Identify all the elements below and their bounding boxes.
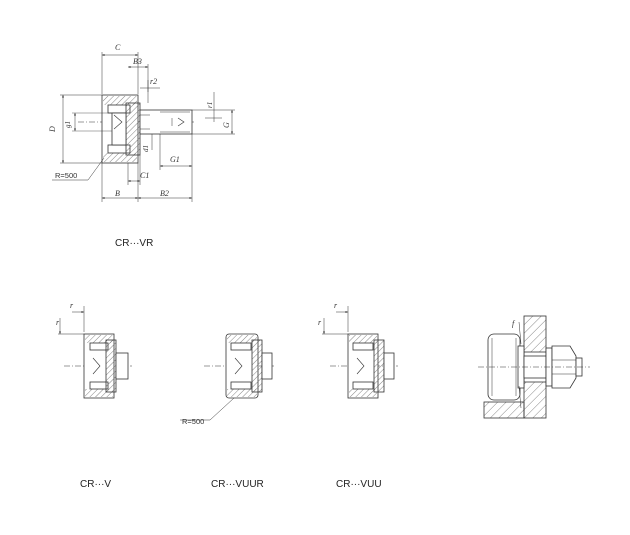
- dim-c1-label: C1: [140, 171, 149, 180]
- dim-g1-left-label: g1: [64, 121, 72, 128]
- dim-r2-label: r2: [150, 77, 157, 86]
- dim-b3-label: B3: [133, 57, 142, 66]
- variant-cr-v-r-top: r: [70, 301, 74, 310]
- dim-r1-label: r1: [206, 102, 214, 108]
- variant-cr-vuur-radius-note: R=500: [182, 417, 204, 426]
- dim-d-label: D: [48, 126, 57, 133]
- dim-g-label: G: [222, 122, 231, 128]
- variant-cr-vuu-r-left: r: [318, 318, 322, 327]
- caption-cr-v: CR···V: [80, 479, 112, 490]
- main-cam-follower-drawing: [52, 52, 235, 202]
- stud-flange: [125, 102, 141, 156]
- main-dimension-labels: C B3 r2 D g1 r1 G d1 G1 C1 B B2 R=500: [48, 43, 231, 198]
- variant-cr-vuu-r-top: r: [334, 301, 338, 310]
- mounting-f-label: f: [512, 319, 516, 328]
- variant-cr-vuu-drawing: [322, 306, 398, 399]
- stud-shaft: [139, 109, 193, 135]
- variant-cr-v-drawing: [58, 306, 132, 399]
- dim-d1-label: d1: [142, 145, 150, 152]
- dim-b2-label: B2: [160, 189, 169, 198]
- dim-g1-label: G1: [170, 155, 180, 164]
- housing-base: [483, 401, 525, 419]
- caption-cr-vr: CR···VR: [115, 238, 154, 249]
- radius-note-label: R=500: [55, 171, 77, 180]
- mounting-example-drawing: [478, 315, 590, 419]
- dim-c-label: C: [115, 43, 121, 52]
- caption-cr-vuu: CR···VUU: [336, 479, 382, 490]
- caption-cr-vuur: CR···VUUR: [211, 479, 264, 490]
- variant-cr-v-r-left: r: [56, 318, 60, 327]
- dim-b-label: B: [115, 189, 120, 198]
- variant-cr-vuur-drawing: [180, 333, 274, 421]
